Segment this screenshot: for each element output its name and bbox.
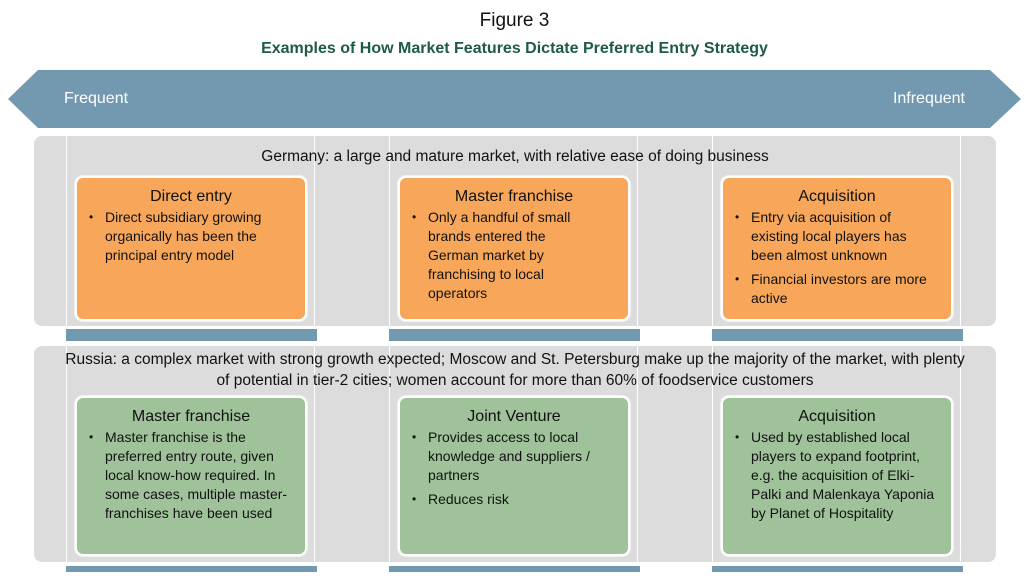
card-bullet: Provides access to local knowledge and s… (412, 428, 616, 485)
card-bullet: Reduces risk (412, 490, 616, 509)
card-title: Joint Venture (467, 408, 561, 425)
russia-card-acquisition: Acquisition Used by established local pl… (721, 396, 953, 556)
card-bullets: Direct subsidiary growing organically ha… (89, 208, 293, 265)
card-bullets: Only a handful of small brands entered t… (412, 208, 616, 303)
card-title: Acquisition (798, 188, 876, 205)
column-bar-right (712, 329, 963, 341)
russia-heading: Russia: a complex market with strong gro… (65, 351, 965, 389)
card-bullets: Entry via acquisition of existing local … (735, 208, 939, 308)
germany-heading: Germany: a large and mature market, with… (261, 148, 769, 165)
column-bar-left (66, 329, 317, 341)
figure-subtitle: Examples of How Market Features Dictate … (261, 40, 768, 57)
germany-card-acquisition: Acquisition Entry via acquisition of exi… (721, 176, 953, 321)
card-bullet: Entry via acquisition of existing local … (735, 208, 939, 265)
column-foot-right (712, 566, 963, 572)
card-bullet: Direct subsidiary growing organically ha… (89, 208, 293, 265)
card-bullet: Financial investors are more active (735, 270, 939, 308)
figure-title: Figure 3 (479, 10, 550, 31)
card-bullet: Used by established local players to exp… (735, 428, 939, 523)
infrequent-label: Infrequent (892, 90, 965, 107)
germany-card-master-franchise: Master franchise Only a handful of small… (398, 176, 630, 321)
column-bar-center (389, 329, 640, 341)
card-bullets: Provides access to local knowledge and s… (412, 428, 616, 509)
frequency-arrow (8, 70, 1021, 128)
column-foot-center (389, 566, 640, 572)
card-bullet: Master franchise is the preferred entry … (89, 428, 293, 523)
germany-card-direct-entry: Direct entry Direct subsidiary growing o… (75, 176, 307, 321)
frequent-label: Frequent (64, 90, 129, 107)
russia-card-master-franchise: Master franchise Master franchise is the… (75, 396, 307, 556)
card-title: Acquisition (798, 408, 876, 425)
russia-card-joint-venture: Joint Venture Provides access to local k… (398, 396, 630, 556)
column-foot-left (66, 566, 317, 572)
card-title: Direct entry (150, 188, 232, 205)
card-bullets: Used by established local players to exp… (735, 428, 939, 523)
card-bullet: Only a handful of small brands entered t… (412, 208, 616, 303)
card-title: Master franchise (454, 188, 574, 205)
card-bullets: Master franchise is the preferred entry … (89, 428, 293, 523)
card-title: Master franchise (131, 408, 251, 425)
